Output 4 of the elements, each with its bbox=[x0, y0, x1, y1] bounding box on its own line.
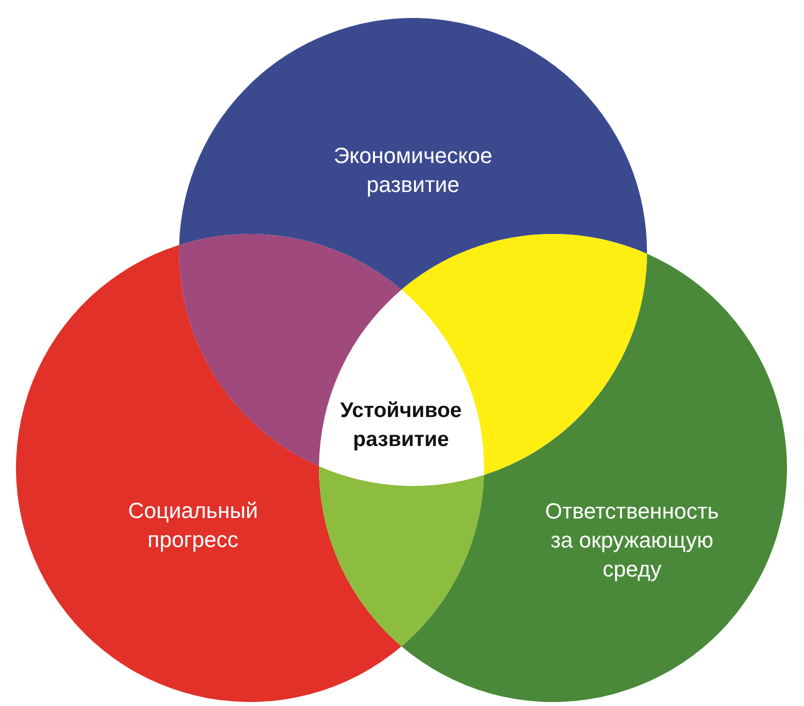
circle-label: Социальный прогресс bbox=[127, 497, 259, 554]
circle-label: Ответственность за окружающую среду bbox=[544, 498, 720, 584]
circle-label: Экономическое развитие bbox=[332, 142, 494, 199]
circle-label: Устойчивое развитие bbox=[339, 398, 463, 453]
